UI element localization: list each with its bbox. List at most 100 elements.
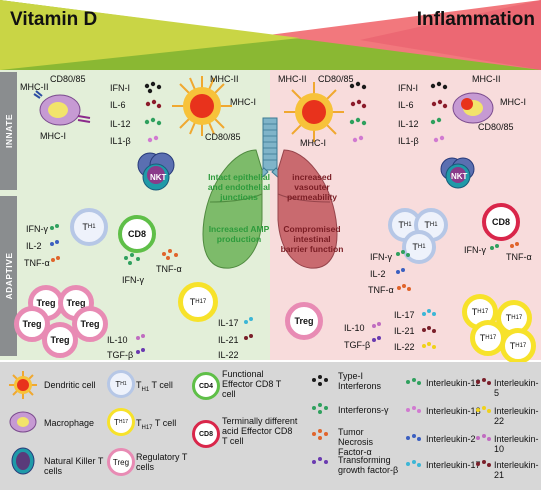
- dendritic-cell-right: [284, 82, 344, 142]
- legend-il17-dots: [406, 460, 421, 467]
- mhc2-left: MHC-II: [20, 82, 49, 92]
- il12-left: IL-12: [110, 119, 131, 129]
- il2-left: IL-2: [26, 241, 42, 251]
- legend-il22-dots: [476, 406, 491, 413]
- treg-cell-right: Treg: [285, 302, 323, 340]
- tgfb-left: TGF-β: [107, 350, 134, 360]
- il17-left: IL-17: [218, 318, 239, 328]
- th17-cytokines-right: [422, 309, 436, 349]
- tnfa-right: TNF-α: [368, 285, 394, 295]
- legend-cd8-icon: CD8: [192, 420, 220, 448]
- dc-mhc1-left: MHC-I: [230, 97, 256, 107]
- cd8-cytokines-right: [490, 242, 519, 250]
- ifn1-left: IFN-I: [110, 83, 130, 93]
- legend-terminal-cd8-label: Terminally different acid Effector CD8 T…: [222, 416, 298, 446]
- lungs-illustration: [202, 117, 338, 269]
- cytokine-dots-left-innate: [144, 81, 162, 143]
- inflammation-title: Inflammation: [416, 9, 535, 30]
- legend-il21-label: Interleukin-21: [494, 460, 539, 480]
- lung-text-left-1: Intact epithelial and endothelial juncti…: [207, 172, 271, 202]
- th1-cytokines-left: [50, 224, 60, 262]
- legend-cd4-icon: CD4: [192, 372, 220, 400]
- legend-type1-ifn-dots: [312, 375, 328, 386]
- legend-il12-label: Interleukin-12: [426, 378, 481, 388]
- lung-text-left-2: Increased AMP production: [208, 224, 270, 244]
- il21-left: IL-21: [218, 335, 239, 345]
- tgfb-right: TGF-β: [344, 340, 371, 350]
- legend-il1b-label: Interleukin-1β: [426, 406, 481, 416]
- treg-cytokines-left: [136, 334, 145, 354]
- il10-right: IL-10: [344, 323, 365, 333]
- innate-side-label: INNATE: [0, 72, 17, 190]
- cd8-ifng-left: IFN-γ: [122, 275, 144, 285]
- ifng-right: IFN-γ: [370, 252, 392, 262]
- legend-nk-label: Natural Killer T cells: [44, 456, 104, 476]
- legend-ifng-label: Interferons-γ: [338, 405, 389, 415]
- legend-th1-label: TH1 T cell: [136, 380, 173, 393]
- treg-cell-left-4: Treg: [72, 306, 108, 342]
- cd8085-right: CD80/85: [318, 74, 354, 84]
- cd8-tnfa-left: TNF-α: [156, 264, 182, 274]
- cd8-cell-right: CD8: [482, 203, 520, 241]
- legend-il1b-dots: [406, 406, 421, 413]
- il21-right: IL-21: [394, 326, 415, 336]
- legend-panel: [0, 362, 541, 490]
- header-banner: [0, 0, 541, 70]
- ifng-left: IFN-γ: [26, 224, 48, 234]
- macrophage-right: [452, 92, 494, 124]
- legend-treg-label: Regulatory T cells: [136, 452, 188, 472]
- legend-dendritic-label: Dendritic cell: [44, 380, 96, 390]
- il1b-right: IL1-β: [398, 136, 419, 146]
- legend-il10-label: Interleukin-10: [494, 434, 539, 454]
- legend-il12-dots: [406, 378, 421, 385]
- legend-macrophage-label: Macrophage: [44, 418, 95, 428]
- dc-cd8085-right: CD80/85: [478, 122, 514, 132]
- legend-dendritic-icon: [9, 371, 37, 399]
- legend-il10-dots: [476, 434, 491, 441]
- tnfa-left: TNF-α: [24, 258, 50, 268]
- legend-il22-label: Interleukin-22: [494, 406, 539, 426]
- il6-left: IL-6: [110, 100, 126, 110]
- nkt-cell-left: [137, 152, 175, 191]
- th1-cytokines-right: [396, 250, 411, 291]
- dendritic-cell-left: [172, 76, 232, 136]
- nkt-label-right: NKT: [451, 172, 468, 181]
- cytokine-dots-right-innate: [349, 81, 367, 143]
- legend-il5-label: Interleukin-5: [494, 378, 539, 398]
- legend-il17-label: Interleukin-17: [426, 460, 481, 470]
- legend-il21-dots: [476, 460, 491, 467]
- vitamin-d-title: Vitamin D: [10, 9, 98, 30]
- il2-right: IL-2: [370, 269, 386, 279]
- il17-right: IL-17: [394, 310, 415, 320]
- cytokine-dots-right-innate-2: [430, 81, 448, 143]
- adaptive-side-label: ADAPTIVE: [0, 196, 17, 356]
- il10-left: IL-10: [107, 335, 128, 345]
- il12-right: IL-12: [398, 119, 419, 129]
- mhc1-right: MHC-I: [300, 138, 326, 148]
- cd8-cytokines-left: [124, 249, 178, 265]
- legend-macrophage-icon: [9, 411, 37, 433]
- lung-text-right-1: increased vasouter permeability: [286, 172, 338, 202]
- lung-text-right-2: Compromised intestinal barrier function: [280, 224, 344, 254]
- cd8-tnfa-right: TNF-α: [506, 252, 532, 262]
- legend-type1-ifn-label: Type-I Interferons: [338, 371, 382, 391]
- ifn1-right: IFN-I: [398, 83, 418, 93]
- il22-left: IL-22: [218, 350, 239, 360]
- treg-cell-left-5: Treg: [42, 322, 78, 358]
- il1b-left: IL1-β: [110, 136, 131, 146]
- legend-ifng-dots: [312, 403, 328, 414]
- treg-cytokines-right: [372, 322, 381, 342]
- legend-treg-icon: Treg: [107, 448, 135, 476]
- legend-il5-dots: [476, 378, 491, 385]
- legend-nk-icon: [11, 447, 35, 475]
- cd8-cell-left: CD8: [118, 215, 156, 253]
- mhc1-left: MHC-I: [40, 131, 66, 141]
- legend-th17-label: TH17 T cell: [136, 418, 177, 431]
